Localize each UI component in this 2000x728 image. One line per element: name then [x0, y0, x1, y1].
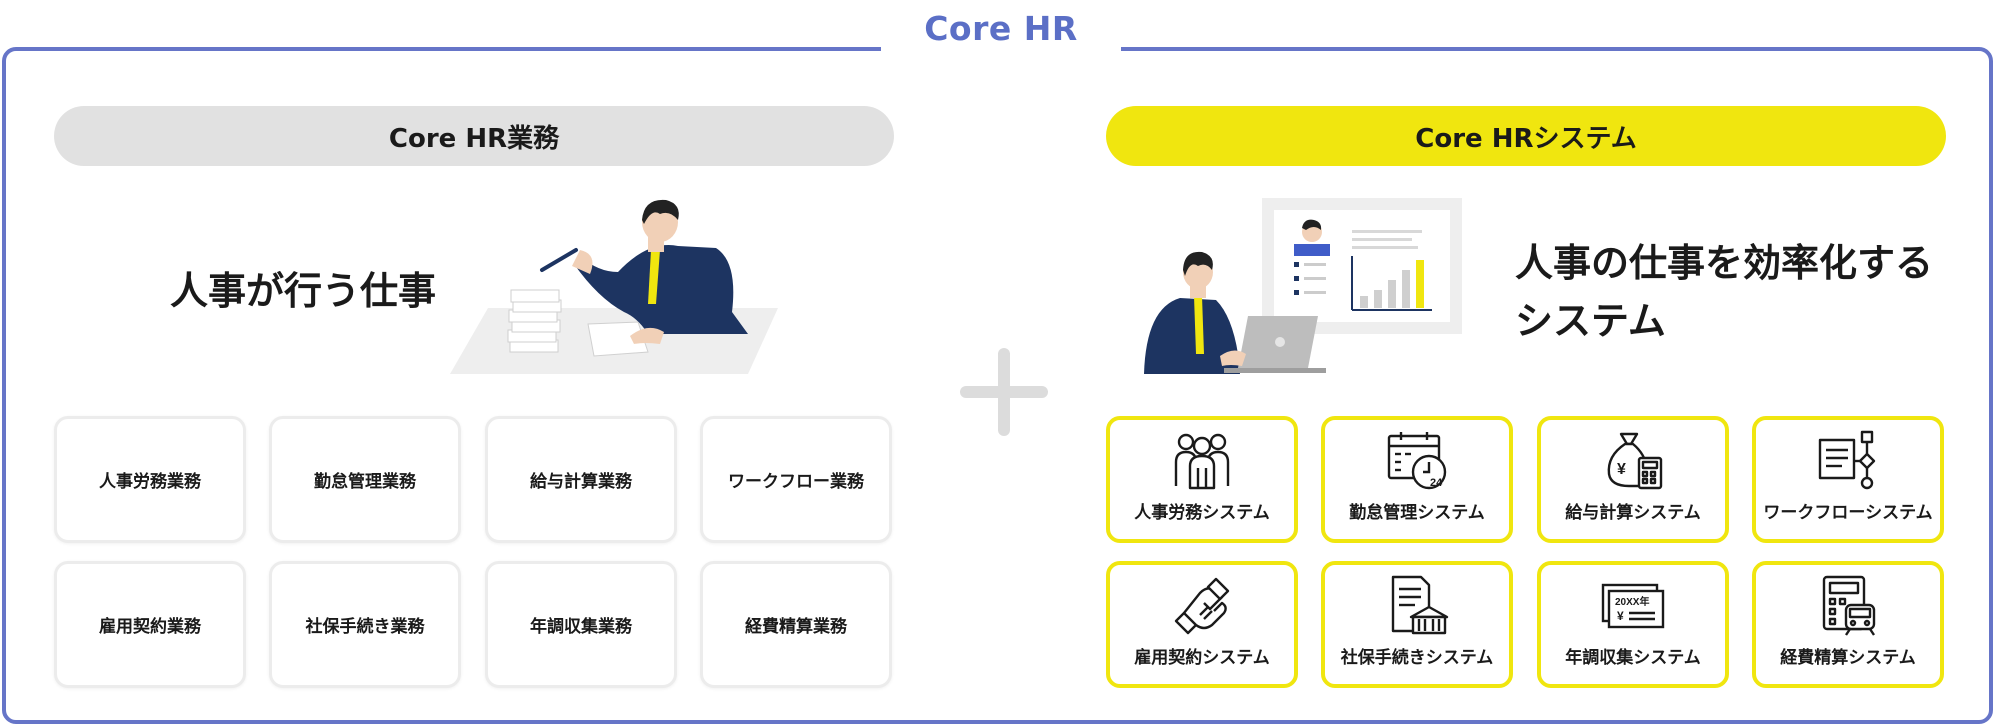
certificate-year-text: 20XX年 [1615, 595, 1649, 608]
calendar-clock-icon: 24 [1387, 432, 1447, 490]
tile-label: 人事労務システム [1134, 503, 1270, 523]
yen-symbol: ¥ [1617, 461, 1626, 478]
tile-label: ワークフローシステム [1763, 503, 1933, 523]
tile-payroll-system: ¥ 給与計算システム [1537, 416, 1729, 543]
tile-attendance-work: 勤怠管理業務 [269, 416, 461, 543]
tile-year-end-adjustment-system: 20XX年 ¥ 年調収集システム [1537, 561, 1729, 688]
tile-label: 年調収集システム [1565, 648, 1701, 668]
core-hr-work-pill: Core HR業務 [54, 106, 894, 166]
tile-label: 勤怠管理業務 [314, 472, 416, 492]
clock-number: 24 [1430, 477, 1443, 489]
tile-social-insurance-work: 社保手続き業務 [269, 561, 461, 688]
tile-employment-contract-work: 雇用契約業務 [54, 561, 246, 688]
tile-year-end-adjustment-work: 年調収集業務 [485, 561, 677, 688]
core-hr-system-pill: Core HRシステム [1106, 106, 1946, 166]
handshake-icon [1174, 577, 1230, 635]
tile-attendance-system: 24 勤怠管理システム [1321, 416, 1513, 543]
tile-personnel-labor-work: 人事労務業務 [54, 416, 246, 543]
workflow-document-icon [1818, 430, 1876, 490]
frame-title: Core HR [924, 8, 1078, 48]
right-headline: 人事の仕事を効率化する システム [1515, 234, 1933, 350]
tile-payroll-work: 給与計算業務 [485, 416, 677, 543]
tile-employment-contract-system: 雇用契約システム [1106, 561, 1298, 688]
man-writing-illustration [450, 199, 778, 374]
tile-label: ワークフロー業務 [728, 472, 864, 492]
tile-expense-settlement-system: 経費精算システム [1752, 561, 1944, 688]
plus-icon [960, 348, 1048, 436]
left-headline: 人事が行う仕事 [170, 269, 437, 313]
core-hr-work-pill-label: Core HR業務 [388, 123, 560, 154]
frame-title-container: Core HR [881, 0, 1121, 56]
tile-label: 社保手続き業務 [305, 617, 425, 637]
tile-label: 給与計算業務 [530, 472, 632, 492]
tile-label: 給与計算システム [1565, 503, 1701, 523]
right-headline-line1: 人事の仕事を効率化する [1515, 241, 1934, 285]
certificate-yen-symbol: ¥ [1617, 609, 1624, 623]
core-hr-system-pill-label: Core HRシステム [1415, 123, 1637, 154]
tile-label: 雇用契約業務 [99, 617, 201, 637]
tile-workflow-system: ワークフローシステム [1752, 416, 1944, 543]
tile-label: 雇用契約システム [1134, 648, 1270, 668]
money-bag-calculator-icon: ¥ [1607, 432, 1663, 490]
tile-personnel-labor-system: 人事労務システム [1106, 416, 1298, 543]
tile-expense-settlement-work: 経費精算業務 [700, 561, 892, 688]
calculator-train-icon [1822, 575, 1876, 636]
tile-label: 社保手続きシステム [1340, 648, 1494, 668]
man-laptop-illustration [1144, 198, 1462, 374]
people-group-icon [1174, 433, 1230, 490]
tile-label: 年調収集業務 [530, 617, 632, 637]
tile-social-insurance-system: 社保手続きシステム [1321, 561, 1513, 688]
tile-label: 人事労務業務 [99, 472, 201, 492]
tile-label: 経費精算業務 [745, 617, 847, 637]
tile-label: 経費精算システム [1780, 648, 1916, 668]
right-headline-line2: システム [1515, 299, 1666, 343]
tile-label: 勤怠管理システム [1349, 503, 1485, 523]
document-bank-icon [1391, 575, 1449, 635]
year-end-certificate-icon: 20XX年 ¥ [1601, 583, 1665, 629]
tile-workflow-work: ワークフロー業務 [700, 416, 892, 543]
